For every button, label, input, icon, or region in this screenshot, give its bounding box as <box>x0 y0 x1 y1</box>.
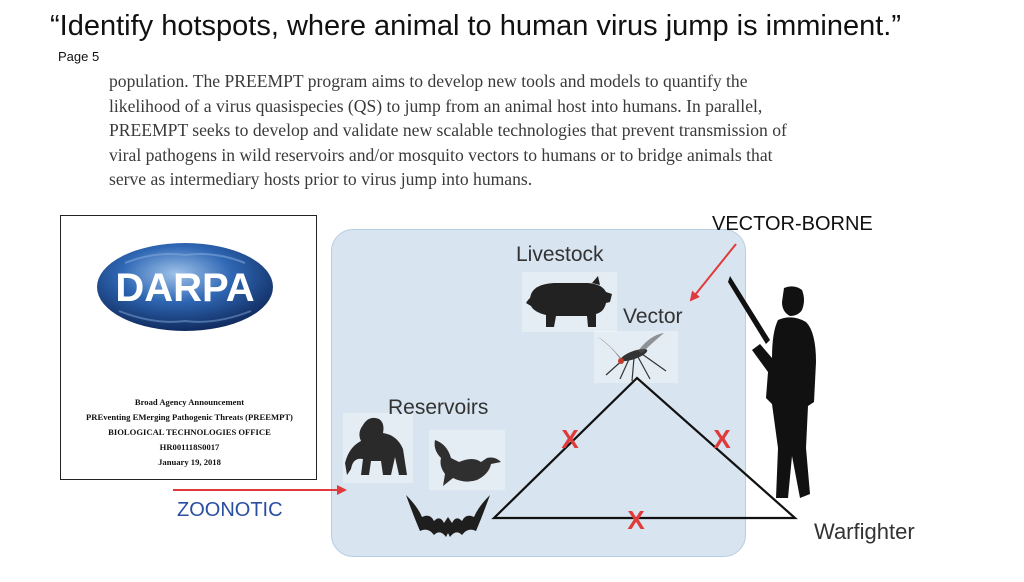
document-excerpt: population. The PREEMPT program aims to … <box>109 69 989 192</box>
cover-line-3: BIOLOGICAL TECHNOLOGIES OFFICE <box>108 427 271 437</box>
vector-borne-arrow <box>689 243 737 302</box>
transmission-diagram-panel <box>331 229 746 557</box>
blocked-x-right: X <box>713 424 731 454</box>
transmission-triangle <box>491 376 798 520</box>
pig-icon <box>522 272 617 332</box>
slide-title: “Identify hotspots, where animal to huma… <box>50 10 902 42</box>
vector-borne-annotation: VECTOR-BORNE <box>712 213 873 235</box>
zoonotic-annotation: ZOONOTIC <box>177 499 283 521</box>
darpa-logo-icon: DARPA <box>95 241 275 333</box>
excerpt-line: serve as intermediary hosts prior to vir… <box>109 169 533 189</box>
darpa-logo-text: DARPA <box>115 266 254 310</box>
blocked-x-left: X <box>561 424 579 454</box>
excerpt-line: PREEMPT seeks to develop and validate ne… <box>109 120 787 140</box>
excerpt-line: likelihood of a virus quasispecies (QS) … <box>109 95 763 116</box>
cover-line-4: HR001118S0017 <box>159 442 220 452</box>
baa-cover-page: DARPA Broad Agency Announcement PREventi… <box>60 215 317 480</box>
cover-line-1: Broad Agency Announcement <box>134 397 245 407</box>
soldier-icon <box>722 272 822 504</box>
blocked-x-bottom: X <box>627 505 645 535</box>
reservoirs-label: Reservoirs <box>388 396 489 419</box>
gorilla-icon <box>343 413 413 483</box>
mosquito-icon <box>594 331 678 383</box>
bat-icon <box>404 487 492 542</box>
warfighter-label: Warfighter <box>814 519 915 544</box>
page-reference: Page 5 <box>58 49 100 64</box>
livestock-label: Livestock <box>516 243 604 266</box>
cover-line-5: January 19, 2018 <box>158 457 221 467</box>
cover-line-2: PREventing EMerging Pathogenic Threats (… <box>86 412 293 422</box>
excerpt-line: viral pathogens in wild reservoirs and/o… <box>109 144 773 165</box>
vector-label: Vector <box>623 305 683 328</box>
duck-icon <box>429 430 505 490</box>
excerpt-line: population. The PREEMPT program aims to … <box>109 71 748 91</box>
